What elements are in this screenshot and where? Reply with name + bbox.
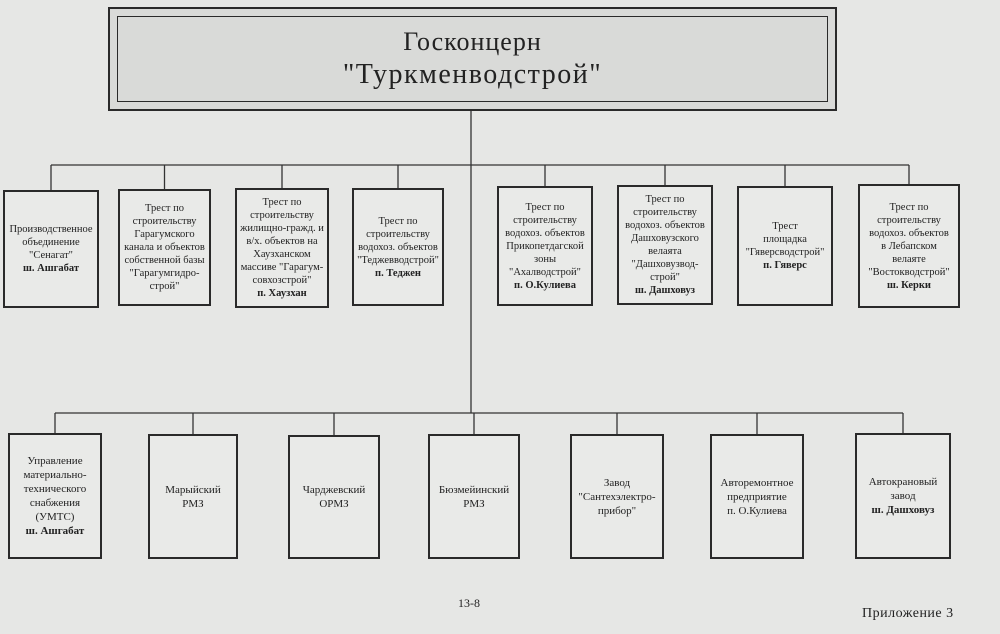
node-text-line: Автокрановый bbox=[868, 476, 938, 488]
node-text-line: п. О.Кулиева bbox=[514, 279, 576, 291]
node-text-line: п. О.Кулиева bbox=[727, 504, 787, 517]
node-text-line: строительству bbox=[513, 214, 577, 226]
node-text-line: Трест по bbox=[145, 203, 184, 214]
node-text-line: строительству bbox=[633, 207, 697, 218]
node-text-line: строй" bbox=[650, 272, 680, 283]
node-text-line: массиве "Гарагум- bbox=[240, 262, 324, 273]
node-text-line: Трест по bbox=[645, 194, 685, 205]
node-text-line: Управление bbox=[27, 455, 83, 467]
node-text-line: совхозстрой" bbox=[252, 275, 312, 286]
node-text-line: зоны bbox=[533, 253, 556, 265]
node-text-line: водохоз. объектов bbox=[505, 227, 585, 239]
node-text-line: Прикопетдагской bbox=[506, 240, 584, 252]
unit-box-top-7: Трест площадка "Гяверсводстрой" п. Гяверс bbox=[737, 186, 833, 306]
node-text-line: "Гяверсводстрой" bbox=[745, 247, 825, 258]
node-text-line: площадка bbox=[763, 234, 807, 245]
node-text-line: в/х. объектов на bbox=[246, 236, 318, 247]
header-title-line1: Госконцерн bbox=[403, 27, 542, 56]
node-text-line: строительству bbox=[366, 228, 430, 240]
node-text-line: водохоз. объектов bbox=[358, 241, 438, 253]
node-text-line: Гарагумского bbox=[134, 229, 195, 240]
node-text-line: ш. Дашховуз bbox=[871, 504, 935, 516]
node-text-line: материально- bbox=[23, 469, 87, 481]
appendix-label: Приложение 3 bbox=[862, 606, 954, 621]
node-text-line: Производственное bbox=[9, 224, 93, 235]
node-text-line: п. Гяверс bbox=[763, 260, 807, 271]
node-text-line: "Дашховузвод- bbox=[631, 259, 699, 270]
node-text-line: "Теджевводстрой" bbox=[357, 254, 439, 266]
node-text-line: технического bbox=[23, 483, 87, 495]
node-text-line: велаяте bbox=[892, 253, 926, 265]
node-text-line: водохоз. объектов bbox=[625, 220, 705, 231]
node-text-line: п. Хаузхан bbox=[257, 288, 307, 299]
node-text-line: Трест bbox=[772, 221, 798, 232]
header-title-line2: "Туркменводстрой" bbox=[342, 59, 603, 90]
node-text-line: Трест по bbox=[889, 201, 929, 213]
unit-box-bottom-5: Завод"Сантехэлектро-прибор" bbox=[570, 434, 664, 559]
node-text-line: Трест по bbox=[262, 197, 302, 208]
node-text-line: водохоз. объектов bbox=[869, 227, 949, 239]
node-text-line: РМЗ bbox=[182, 497, 204, 510]
header-box: Госконцерн "Туркменводстрой" bbox=[108, 7, 837, 111]
node-text-line: собственной базы bbox=[124, 255, 205, 266]
node-text-line: строительству bbox=[877, 214, 941, 226]
node-text-line: Дашховузского bbox=[631, 233, 699, 244]
node-text-line: п. Теджен bbox=[375, 267, 421, 279]
node-text-line: Бюзмейинский bbox=[438, 483, 510, 496]
node-text-line: "Ахалводстрой" bbox=[509, 266, 581, 278]
node-text-line: прибор" bbox=[597, 504, 637, 517]
node-text-line: в Лебапском bbox=[881, 240, 937, 252]
page-number: 13-8 bbox=[458, 596, 480, 610]
node-text-line: ОРМЗ bbox=[319, 498, 349, 510]
node-text-line: Трест по bbox=[525, 201, 565, 213]
node-text-line: строительству bbox=[132, 216, 197, 227]
node-text-line: Завод bbox=[603, 476, 631, 489]
node-text-line: "Сенагат" bbox=[29, 250, 73, 261]
node-text-line: снабжения bbox=[29, 497, 81, 509]
node-text-line: Трест по bbox=[378, 215, 418, 227]
unit-box-top-3: Трест по строительству жилищно-гражд. и в/х… bbox=[235, 188, 329, 308]
node-text-line: РМЗ bbox=[463, 497, 485, 510]
node-text-line: "Сантехэлектро- bbox=[578, 490, 656, 503]
unit-box-bottom-7: Автокрановый завод ш. Дашховуз bbox=[855, 433, 951, 559]
node-text-line: предприятие bbox=[727, 490, 787, 503]
node-text-line: Хаузханском bbox=[253, 249, 311, 260]
header-inner-frame: Госконцерн "Туркменводстрой" bbox=[117, 16, 828, 102]
node-text-line: объединение bbox=[22, 237, 80, 248]
node-text-line: Чарджевский bbox=[302, 484, 366, 496]
node-text-line: Марыйский bbox=[165, 483, 221, 496]
node-text-line: завод bbox=[890, 490, 916, 502]
node-text-line: ш. Ашгабат bbox=[23, 263, 79, 274]
unit-box-top-1: Производственное объединение "Сенагат" ш. А… bbox=[3, 190, 99, 308]
node-text-line: велаята bbox=[648, 246, 682, 257]
node-text-line: Авторемонтное bbox=[720, 476, 794, 489]
node-text-line: (УМТС) bbox=[35, 511, 75, 523]
node-text-line: ш. Керки bbox=[887, 279, 931, 291]
node-text-line: строительству bbox=[250, 210, 314, 221]
node-text-line: "Востокводстрой" bbox=[868, 266, 950, 278]
unit-box-bottom-1: Управление материально-технического снабже… bbox=[8, 433, 102, 559]
node-text-line: ш. Дашховуз bbox=[634, 285, 696, 296]
node-text-line: канала и объектов bbox=[124, 242, 205, 253]
node-text-line: строй" bbox=[149, 281, 180, 292]
node-text-line: жилищно-гражд. и bbox=[240, 223, 324, 234]
node-text-line: "Гарагумгидро- bbox=[129, 268, 200, 279]
node-text-line: ш. Ашгабат bbox=[25, 525, 85, 537]
